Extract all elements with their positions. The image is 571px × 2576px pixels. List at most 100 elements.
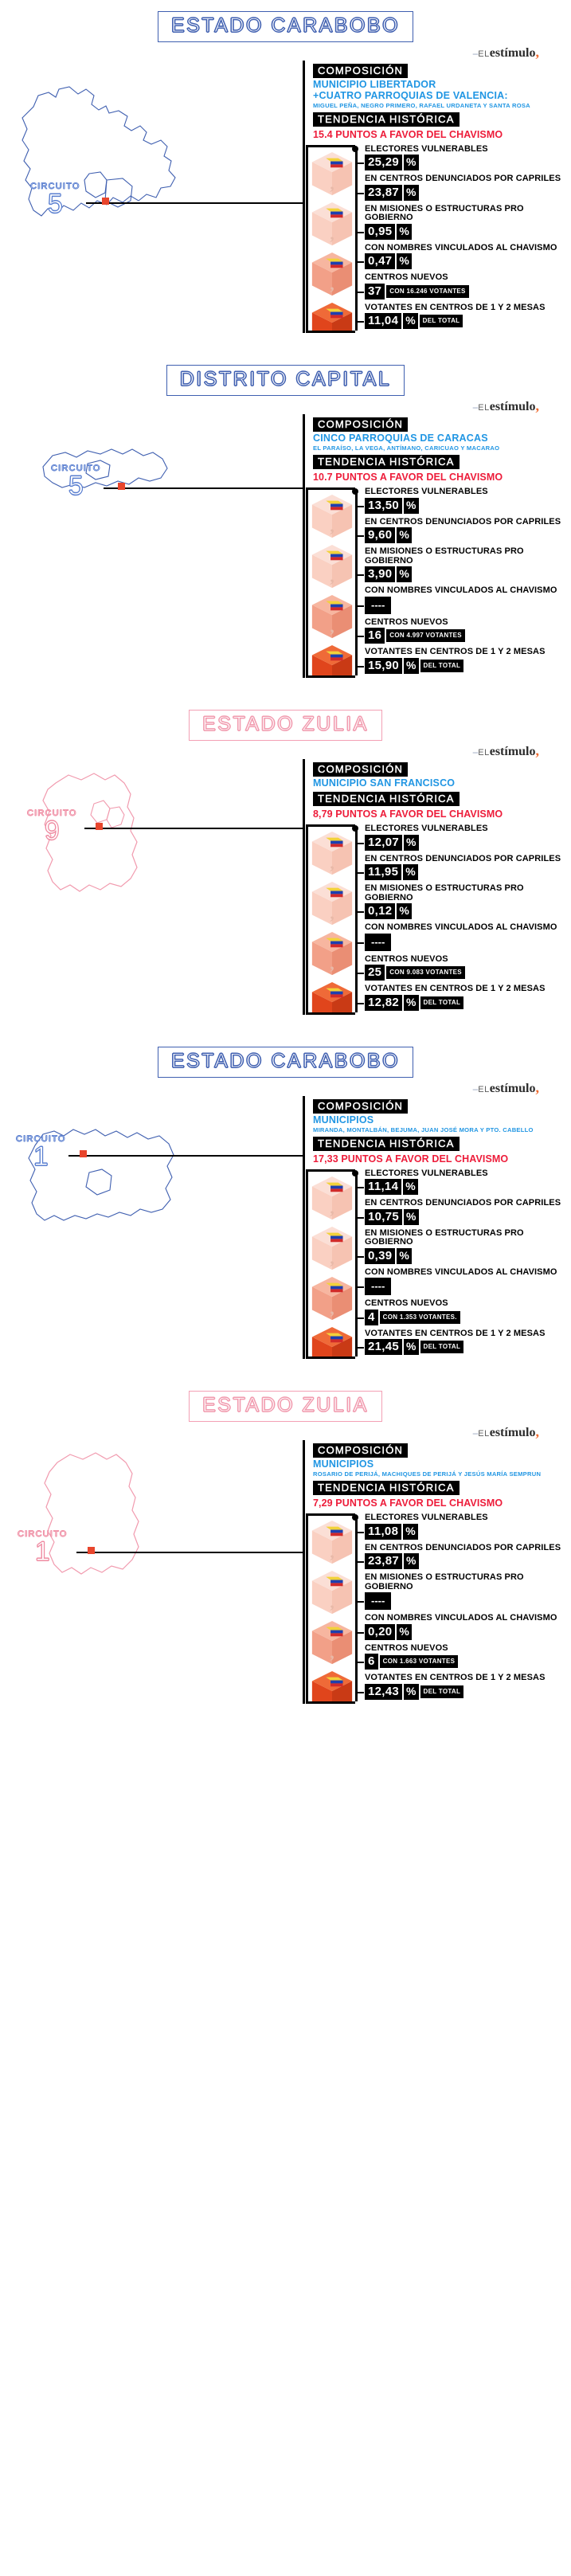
- block-spacer: [0, 1704, 571, 1725]
- svg-text:,: ,: [330, 617, 334, 636]
- ballot-box-icon: ,: [311, 1620, 352, 1665]
- metric-note: DEL TOTAL: [420, 1685, 464, 1698]
- metric-tick-icon: [355, 162, 364, 164]
- metric-unit: %: [403, 1523, 418, 1540]
- metric-value: 0,39: [365, 1247, 396, 1264]
- metric-value-row: 23,87 %: [355, 1553, 571, 1569]
- metric-value: 23,87: [365, 184, 403, 201]
- composicion-line: CINCO PARROQUIAS DE CARACAS: [313, 433, 488, 444]
- title-banner: DISTRITO CAPITAL: [0, 354, 571, 396]
- metrics-list: ELECTORES VULNERABLES 11,14 % EN CENTROS…: [352, 1168, 571, 1360]
- metric-value-row: 10,75 %: [355, 1208, 571, 1225]
- svg-text:,: ,: [330, 1198, 334, 1217]
- composicion-line: MUNICIPIOS: [313, 1114, 374, 1126]
- metric-value: 11,04: [365, 313, 402, 329]
- block-spacer: [0, 1015, 571, 1035]
- ballot-box-icon: ,: [311, 1276, 352, 1320]
- brand-logo: –ELestímulo,: [0, 742, 571, 759]
- metrics-wrap: , , , , , ,: [306, 144, 571, 333]
- page-title: DISTRITO CAPITAL: [179, 367, 392, 390]
- ballot-box-icon: ,: [311, 1520, 352, 1564]
- metric-value: 12,07: [365, 834, 403, 851]
- composicion-sublist: EL PARAÍSO, LA VEGA, ANTÍMANO, CARICUAO …: [313, 444, 500, 452]
- metric-label: EN MISIONES O ESTRUCTURAS PRO GOBIERNO: [365, 883, 524, 902]
- metric-unit: %: [404, 1339, 419, 1355]
- svg-text:,: ,: [330, 1542, 334, 1561]
- metric-tick-icon: [355, 321, 364, 323]
- metric-tick-icon: [355, 1691, 364, 1693]
- region-block: DISTRITO CAPITAL –ELestímulo, CIRCUITO 5…: [0, 354, 571, 699]
- title-box: ESTADO CARABOBO: [157, 1046, 414, 1078]
- ballot-stack: , , , , , ,: [306, 487, 358, 678]
- composicion-header: COMPOSICIÓN: [313, 64, 409, 78]
- metric-unit: %: [403, 864, 418, 880]
- map-zulia-circuito-1: [44, 1452, 139, 1575]
- brand-dash: –: [472, 1427, 479, 1439]
- circuito-word: CIRCUITO: [18, 1529, 68, 1540]
- metric-unit: %: [397, 223, 412, 240]
- region-block: ESTADO CARABOBO –ELestímulo, CIRCUITO 5 …: [0, 0, 571, 354]
- metric-tick-icon: [355, 1286, 364, 1288]
- ballot-box-icon: ,: [311, 1226, 352, 1270]
- title-box: DISTRITO CAPITAL: [166, 365, 405, 396]
- leader-line: [68, 1154, 303, 1157]
- metric-value-row: 11,08 %: [355, 1523, 571, 1540]
- metric-label: CENTROS NUEVOS: [365, 953, 448, 964]
- metric-row: EN MISIONES O ESTRUCTURAS PRO GOBIERNO 3…: [355, 546, 571, 582]
- metric-label: VOTANTES EN CENTROS DE 1 Y 2 MESAS: [365, 1673, 546, 1682]
- map-marker: [96, 822, 103, 830]
- ballot-box-icon: ,: [311, 1176, 352, 1219]
- data-panel: COMPOSICIÓN MUNICIPIOS ROSARIO DE PERIJÁ…: [303, 1440, 571, 1704]
- ballot-box: ,: [309, 1274, 355, 1324]
- circuito-number: 5: [47, 189, 63, 219]
- metric-value-row: 12,43 % DEL TOTAL: [355, 1683, 571, 1700]
- metric-value: 4: [365, 1309, 378, 1325]
- metric-row: EN MISIONES O ESTRUCTURAS PRO GOBIERNO 0…: [355, 883, 571, 919]
- metric-row: CENTROS NUEVOS 4 CON 1.353 VOTANTES.: [355, 1298, 571, 1325]
- svg-text:,: ,: [330, 1592, 334, 1611]
- ballot-box: ,: [309, 1618, 355, 1668]
- map-carabobo-circuito-1: [28, 1128, 174, 1221]
- block-spacer: [0, 678, 571, 699]
- metric-tick-icon: [355, 1601, 364, 1603]
- map-column: CIRCUITO 1: [0, 1096, 303, 1267]
- ballot-box: ,: [309, 299, 355, 331]
- brand-logo: –ELestímulo,: [0, 1079, 571, 1096]
- leader-line: [84, 827, 303, 829]
- metric-value-row: 9,60 %: [355, 527, 571, 543]
- ballot-box: ,: [309, 1223, 355, 1274]
- metric-row: CENTROS NUEVOS 6 CON 1.663 VOTANTES: [355, 1643, 571, 1670]
- metric-label: ELECTORES VULNERABLES: [365, 1168, 488, 1178]
- title-banner: ESTADO ZULIA: [0, 1380, 571, 1422]
- circuito-label: CIRCUITO 5: [51, 464, 101, 500]
- ballot-box: ,: [309, 199, 355, 249]
- circuito-number: 9: [44, 815, 60, 846]
- metric-value: 13,50: [365, 497, 403, 514]
- metric-value: ----: [365, 1592, 392, 1610]
- block-body: CIRCUITO 5 COMPOSICIÓN MUNICIPIO LIBERTA…: [0, 61, 571, 333]
- metrics-divider: [355, 1171, 358, 1357]
- composicion-sublist: MIGUEL PEÑA, NEGRO PRIMERO, RAFAEL URDAN…: [313, 101, 530, 109]
- svg-text:,: ,: [330, 1693, 334, 1701]
- ballot-box: ,: [309, 929, 355, 979]
- metric-tick-icon: [355, 942, 364, 944]
- map-distrito-capital-circuito-5: [42, 448, 168, 488]
- metric-value: ----: [365, 1278, 392, 1295]
- svg-text:,: ,: [330, 1642, 334, 1662]
- metric-row: CON NOMBRES VINCULADOS AL CHAVISMO ----: [355, 922, 571, 951]
- tendencia-value: 15.4 PUNTOS A FAVOR DEL CHAVISMO: [313, 128, 503, 140]
- region-block: ESTADO ZULIA –ELestímulo, CIRCUITO 1 COM…: [0, 1380, 571, 1725]
- metric-label: CON NOMBRES VINCULADOS AL CHAVISMO: [365, 922, 557, 932]
- metric-unit: %: [397, 1247, 412, 1264]
- metric-value-row: 11,95 %: [355, 864, 571, 880]
- map-marker: [88, 1547, 95, 1554]
- metrics-wrap: , , , , , ,: [306, 487, 571, 678]
- metrics-list: ELECTORES VULNERABLES 11,08 % EN CENTROS…: [352, 1513, 571, 1704]
- block-spacer: [0, 333, 571, 354]
- metric-row: CON NOMBRES VINCULADOS AL CHAVISMO ----: [355, 585, 571, 614]
- metric-label: EN MISIONES O ESTRUCTURAS PRO GOBIERNO: [365, 1227, 524, 1247]
- metrics-divider: [355, 827, 358, 1012]
- metric-tick-icon: [355, 872, 364, 874]
- brand-dash: –: [472, 401, 479, 413]
- metric-label: ELECTORES VULNERABLES: [365, 1513, 488, 1522]
